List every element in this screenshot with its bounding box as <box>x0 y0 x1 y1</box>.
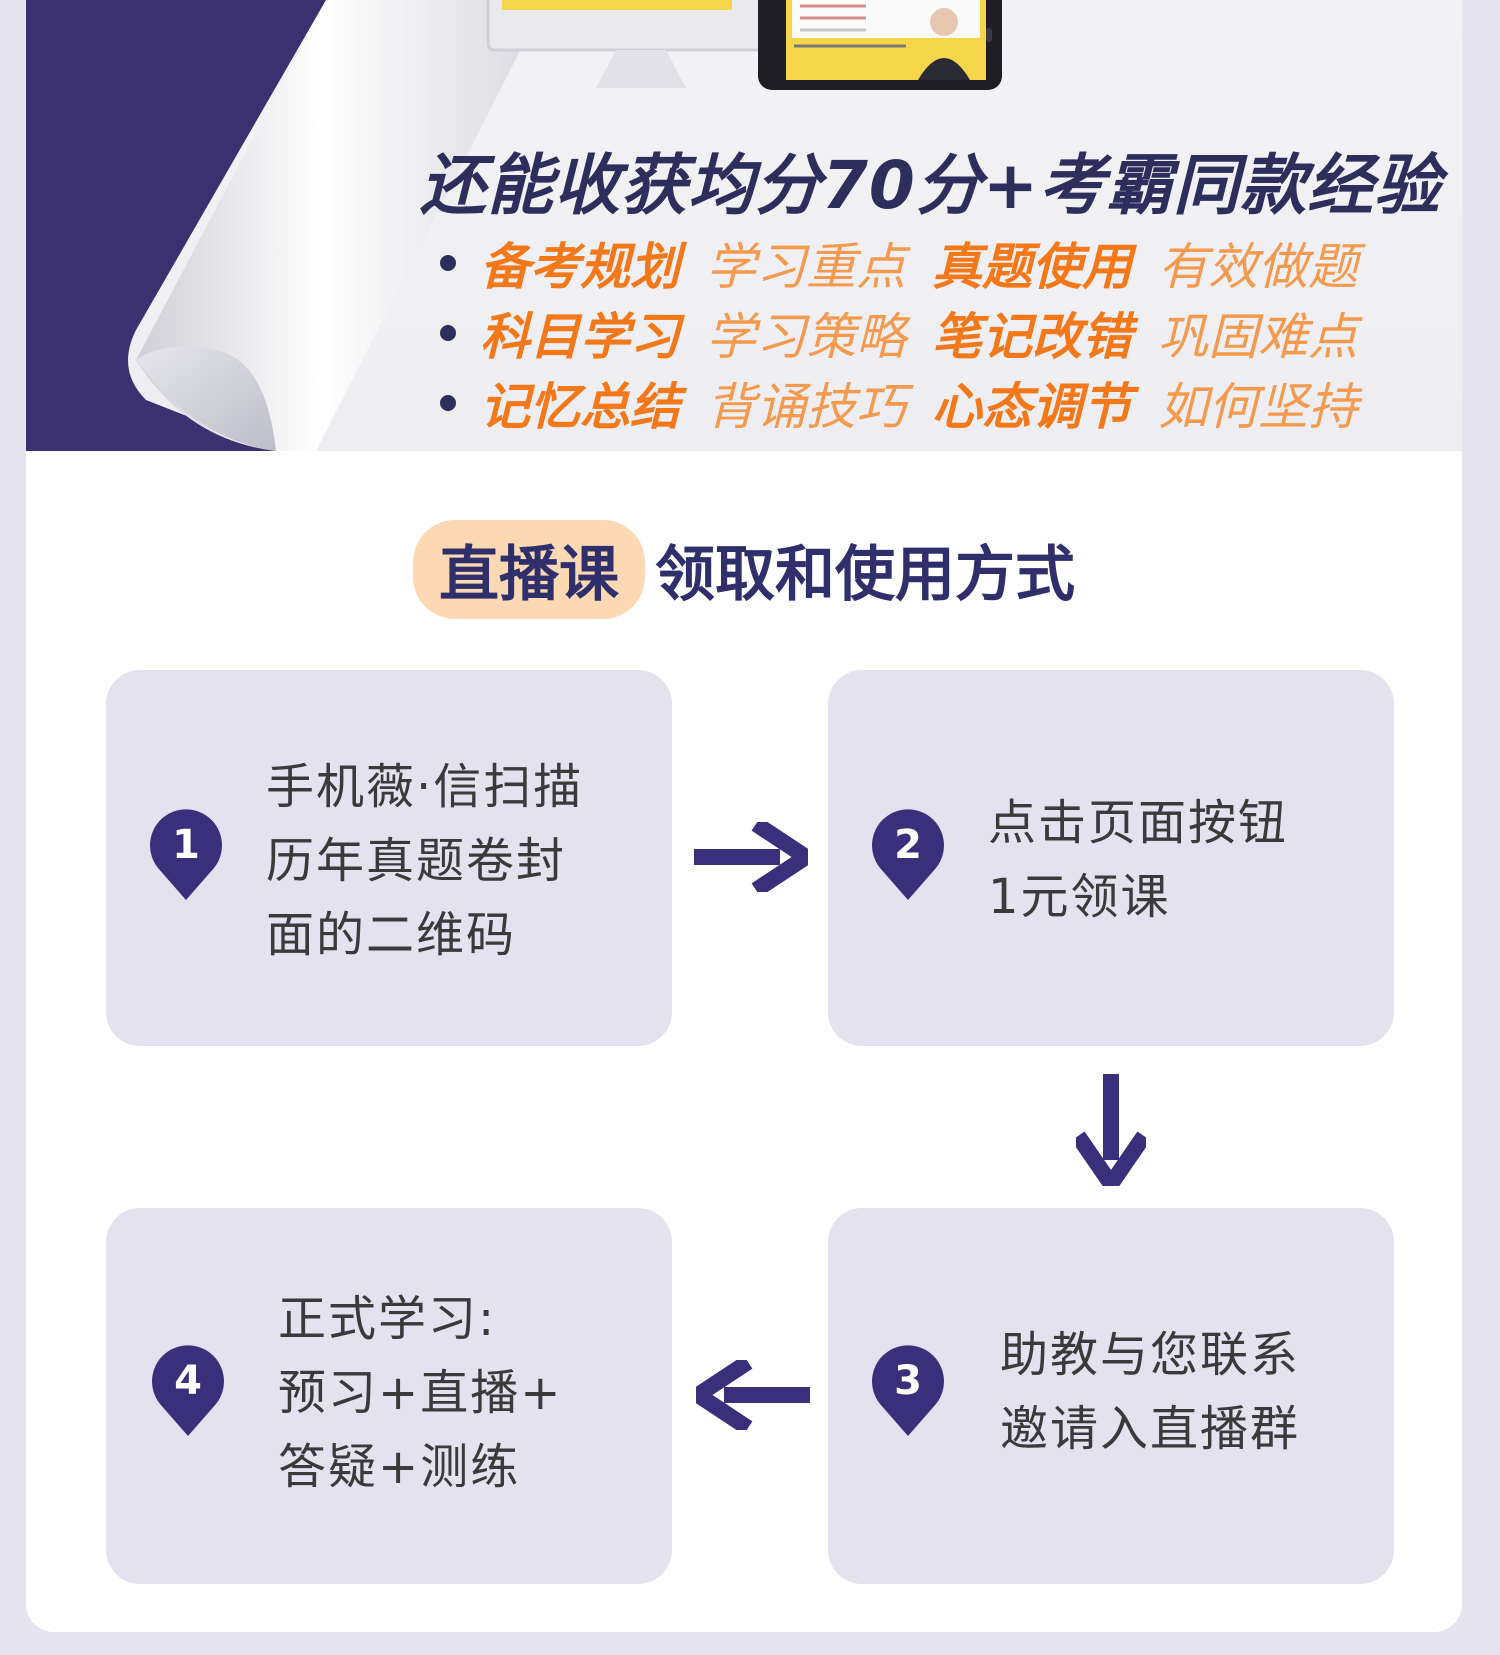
benefit-keyword: 心态调节 <box>932 378 1132 436</box>
location-pin-icon: 3 <box>872 1345 944 1436</box>
step-card-2: 2 点击页面按钮 1元领课 <box>828 670 1394 1046</box>
step-line: 助教与您联系 <box>1000 1327 1301 1383</box>
location-pin-icon: 4 <box>152 1345 224 1436</box>
step-number: 3 <box>894 1358 922 1404</box>
step-line: 正式学习: <box>278 1291 497 1347</box>
benefit-description: 学习重点 <box>706 238 906 296</box>
step-description: 点击页面按钮 1元领课 <box>988 786 1288 934</box>
step-line: 面的二维码 <box>266 907 517 963</box>
banner-headline: 还能收获均分70分+考霸同款经验 <box>420 147 1442 224</box>
benefit-keyword: 备考规划 <box>480 238 680 296</box>
benefit-description: 背诵技巧 <box>706 378 906 436</box>
arrow-down-icon <box>1076 1074 1146 1186</box>
content-card: 还能收获均分70分+考霸同款经验 备考规划 学习重点 真题使用 有效做题 科目学… <box>26 0 1462 1632</box>
page-curl-illustration <box>26 0 1002 451</box>
benefit-row: 科目学习 学习策略 笔记改错 巩固难点 <box>410 298 1384 368</box>
step-number: 1 <box>172 822 200 868</box>
location-pin-icon: 1 <box>150 809 222 900</box>
section-title-text: 领取和使用方式 <box>655 540 1075 610</box>
step-description: 助教与您联系 邀请入直播群 <box>1000 1318 1300 1466</box>
benefit-keyword: 笔记改错 <box>932 308 1132 366</box>
step-line: 预习+直播+ <box>278 1365 563 1421</box>
step-line: 历年真题卷封 <box>266 833 567 889</box>
location-pin-icon: 2 <box>872 809 944 900</box>
step-line: 邀请入直播群 <box>1000 1401 1301 1457</box>
benefit-row: 记忆总结 背诵技巧 心态调节 如何坚持 <box>410 368 1384 438</box>
step-description: 正式学习: 预习+直播+ 答疑+测练 <box>278 1282 562 1504</box>
step-description: 手机薇·信扫描 历年真题卷封 面的二维码 <box>266 750 583 972</box>
arrow-right-icon <box>694 822 808 892</box>
promo-banner: 还能收获均分70分+考霸同款经验 备考规划 学习重点 真题使用 有效做题 科目学… <box>26 0 1462 451</box>
step-line: 手机薇·信扫描 <box>266 759 584 815</box>
benefit-description: 巩固难点 <box>1158 308 1358 366</box>
step-line: 答疑+测练 <box>278 1439 521 1495</box>
step-number: 2 <box>894 822 922 868</box>
section-title-highlight: 直播课 <box>413 520 645 619</box>
section-title: 直播课 领取和使用方式 <box>26 520 1462 619</box>
benefit-list: 备考规划 学习重点 真题使用 有效做题 科目学习 学习策略 笔记改错 巩固难点 … <box>410 228 1384 438</box>
step-line: 点击页面按钮 <box>988 795 1289 851</box>
bullet-dot-icon <box>440 395 456 411</box>
step-line: 1元领课 <box>988 869 1171 925</box>
benefit-keyword: 记忆总结 <box>480 378 680 436</box>
bullet-dot-icon <box>440 255 456 271</box>
step-number: 4 <box>174 1358 202 1404</box>
step-card-3: 3 助教与您联系 邀请入直播群 <box>828 1208 1394 1584</box>
benefit-description: 有效做题 <box>1158 238 1358 296</box>
step-card-4: 4 正式学习: 预习+直播+ 答疑+测练 <box>106 1208 672 1584</box>
arrow-left-icon <box>696 1360 810 1430</box>
step-card-1: 1 手机薇·信扫描 历年真题卷封 面的二维码 <box>106 670 672 1046</box>
benefit-description: 学习策略 <box>706 308 906 366</box>
benefit-keyword: 科目学习 <box>480 308 680 366</box>
benefit-description: 如何坚持 <box>1158 378 1358 436</box>
benefit-row: 备考规划 学习重点 真题使用 有效做题 <box>410 228 1384 298</box>
benefit-keyword: 真题使用 <box>932 238 1132 296</box>
bullet-dot-icon <box>440 325 456 341</box>
